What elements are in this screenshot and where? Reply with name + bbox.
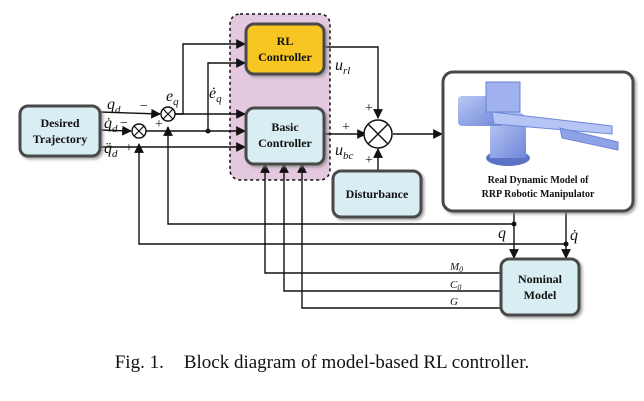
wire-qdot-feedback xyxy=(134,143,567,245)
desired-trajectory-block: Desired Trajectory xyxy=(18,104,102,158)
label-q-dot: q̇ xyxy=(570,227,578,244)
sign-plus-edot: + xyxy=(125,141,133,156)
label-u-bc: ubc xyxy=(335,142,354,162)
disturbance-block: Disturbance xyxy=(331,169,423,219)
wire-qd-dot xyxy=(99,125,132,136)
sign-minus-e: − xyxy=(140,99,148,114)
wire-url xyxy=(325,46,383,119)
desired-label-2: Trajectory xyxy=(33,132,87,146)
nominal-model-block: Nominal Model xyxy=(499,257,581,317)
label-u-rl: url xyxy=(335,57,350,77)
nominal-label-1: Nominal xyxy=(518,272,563,286)
basic-label-2: Controller xyxy=(258,136,312,150)
wire-q-feedback xyxy=(163,126,515,225)
robot-model-block: Real Dynamic Model of RRP Robotic Manipu… xyxy=(441,70,635,213)
label-e: eq xyxy=(166,88,179,108)
block-diagram: Desired Trajectory RL Controller Basic C… xyxy=(18,13,635,317)
nominal-label-2: Model xyxy=(524,288,557,302)
wire-edot-to-rl xyxy=(207,58,246,131)
disturbance-label: Disturbance xyxy=(346,187,409,201)
label-M0: M0 xyxy=(449,261,463,274)
label-q: q xyxy=(498,225,506,242)
label-C0: C0 xyxy=(450,279,461,292)
robot-arm-image xyxy=(458,81,619,166)
rl-label-1: RL xyxy=(277,34,294,48)
junction-q xyxy=(511,221,517,227)
wire-C0 xyxy=(279,163,500,292)
sign-plus-e: + xyxy=(155,117,163,132)
label-qd-ddot: q̈d xyxy=(104,140,118,160)
sum-junction-error-rate xyxy=(131,123,147,139)
label-e-dot: ėq xyxy=(209,85,222,105)
sign-plus-ubc: + xyxy=(342,120,350,135)
desired-label-1: Desired xyxy=(40,116,79,130)
sign-minus-edot: − xyxy=(120,116,128,131)
rl-controller-block: RL Controller xyxy=(244,22,326,76)
caption-text: Block diagram of model-based RL controll… xyxy=(183,352,530,373)
basic-label-1: Basic xyxy=(271,120,299,134)
figure-caption: Fig. 1. Block diagram of model-based RL c… xyxy=(0,352,644,374)
wire-qd xyxy=(99,108,161,119)
wire-M0 xyxy=(260,163,500,274)
wire-G xyxy=(297,163,500,309)
rl-label-2: Controller xyxy=(258,50,312,64)
sum-junction-control xyxy=(363,119,393,149)
sum-junction-error xyxy=(160,106,176,122)
label-G: G xyxy=(450,296,458,308)
model-label-2: RRP Robotic Manipulator xyxy=(482,189,595,200)
caption-number: Fig. 1. xyxy=(114,352,164,373)
junction-edot xyxy=(205,128,211,134)
sign-plus-url: + xyxy=(365,101,373,116)
basic-controller-block: Basic Controller xyxy=(244,106,326,166)
label-qd-dot: q̇d xyxy=(104,115,118,135)
label-qd: qd xyxy=(107,96,121,116)
model-label-1: Real Dynamic Model of xyxy=(488,175,589,186)
sign-plus-dist: + xyxy=(365,153,373,168)
junction-qdot xyxy=(563,241,569,247)
